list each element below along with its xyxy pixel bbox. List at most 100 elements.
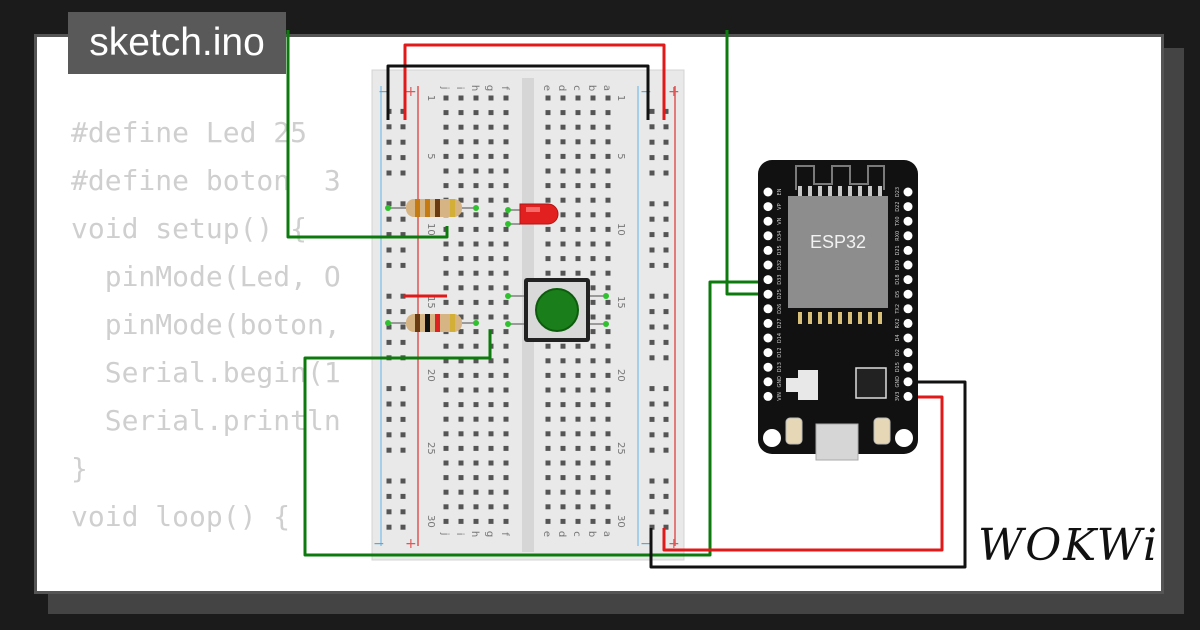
row-label: 5 [615,153,626,159]
board-pin[interactable] [903,304,913,314]
board-pin[interactable] [763,260,773,270]
resistor-2[interactable] [385,314,479,332]
wire-green-right [725,30,768,296]
pin-label: D12 [777,347,783,357]
code-line: #define boton 3 [71,164,341,197]
board-pin[interactable] [763,289,773,299]
column-letter: d [556,531,567,537]
column-letter: f [499,86,510,90]
row-label: 10 [425,223,436,236]
pin-label: D34 [777,231,783,241]
wire-green-bottom [303,280,768,557]
wire-black-top [386,64,650,120]
board-pin[interactable] [903,187,913,197]
column-letter: i [454,87,465,90]
board-pin[interactable] [903,377,913,387]
board-pin[interactable] [763,187,773,197]
board-pin[interactable] [763,275,773,285]
board-pin[interactable] [903,348,913,358]
wire-green-top [286,30,449,239]
pin-label: D14 [777,333,783,343]
board-pin[interactable] [903,333,913,343]
row-label: 20 [425,369,436,382]
wire-red-top [403,43,666,120]
board-pin[interactable] [763,304,773,314]
board-pin[interactable] [763,377,773,387]
pin-label: D22 [895,201,901,211]
rail-plus-label: + [405,536,417,552]
board-pin[interactable] [763,216,773,226]
pin-label: VP [777,203,783,209]
led-red[interactable] [505,203,559,227]
column-letter: b [586,531,597,537]
board-pin[interactable] [903,202,913,212]
pin-label: D23 [895,187,901,197]
pin-label: VN [777,217,783,224]
pin-label: D35 [777,245,783,255]
row-label: 25 [615,442,626,455]
rail-minus-label: − [640,536,652,552]
row-label: 15 [425,296,436,309]
board-pin[interactable] [903,289,913,299]
board-pin[interactable] [903,216,913,226]
column-letter: h [469,85,480,91]
code-line: void loop() { [71,500,291,533]
board-pin[interactable] [903,362,913,372]
board-pin[interactable] [903,245,913,255]
pin-label: TX0 [895,216,901,227]
pin-label: RX0 [895,231,901,241]
pin-label: D4 [895,334,901,341]
board-pin[interactable] [903,318,913,328]
pin-label: D18 [895,274,901,284]
pin-label: D19 [895,260,901,270]
pin-label: D26 [777,304,783,314]
pin-label: VIN [777,392,783,401]
esp32-board[interactable]: ESP32 ENVPVND34D35D32D33D25D26D27D14D12D… [758,160,918,461]
code-line: void setup() { [71,212,308,245]
board-pin[interactable] [903,391,913,401]
column-letter: j [439,532,450,536]
board-pin[interactable] [903,260,913,270]
rail-plus-label: + [668,536,680,552]
pin-label: D33 [777,274,783,284]
row-label: 1 [425,95,436,101]
board-pin[interactable] [903,275,913,285]
pin-label: D27 [777,318,783,328]
column-letter: e [541,85,552,91]
rail-minus-label: − [378,84,390,100]
column-letter: b [586,85,597,91]
board-pin[interactable] [903,231,913,241]
row-label: 10 [615,223,626,236]
column-letter: f [499,532,510,536]
pin-label: D2 [895,349,901,356]
pin-label: GND [895,376,901,388]
column-letter: h [469,531,480,537]
board-pin[interactable] [763,362,773,372]
board-pin[interactable] [763,245,773,255]
column-letter: i [454,533,465,536]
pin-label: D32 [777,260,783,270]
rail-plus-label: + [668,84,680,100]
pin-label: D13 [777,362,783,372]
pin-label: D25 [777,289,783,299]
rail-plus-label: + [405,84,417,100]
wokwi-logo: WOKWi [978,520,1160,571]
row-label: 1 [615,95,626,101]
column-letter: g [484,85,495,91]
pin-label: D15 [895,362,901,372]
board-pin[interactable] [763,333,773,343]
board-pin[interactable] [763,318,773,328]
board-pin[interactable] [763,391,773,401]
row-label: 30 [615,515,626,528]
pin-label: RX2 [895,318,901,328]
row-label: 15 [615,296,626,309]
push-button[interactable] [505,278,609,342]
board-pin[interactable] [763,202,773,212]
board-pin[interactable] [763,231,773,241]
row-label: 25 [425,442,436,455]
board-pin[interactable] [763,348,773,358]
pin-label: 3V3 [895,392,901,402]
resistor-1[interactable] [385,199,479,217]
file-tab[interactable]: sketch.ino [68,12,286,74]
